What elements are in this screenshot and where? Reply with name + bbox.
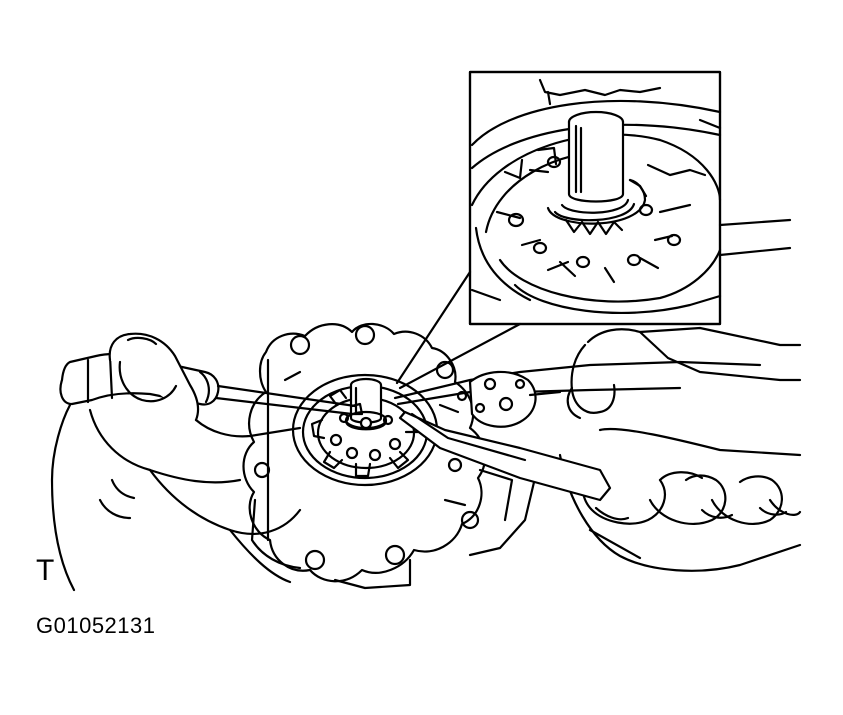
callout-leader-lines xyxy=(397,272,520,388)
pump-housing xyxy=(244,324,536,588)
left-hand xyxy=(52,334,300,590)
right-hand xyxy=(560,220,800,571)
corner-label: T xyxy=(36,554,55,587)
figure-id: G01052131 xyxy=(36,613,156,638)
magnified-shaft-snap-ring-icon xyxy=(470,72,720,324)
screwdriver-icon xyxy=(60,354,362,414)
snap-ring-pliers-icon xyxy=(395,362,760,500)
drive-shaft xyxy=(346,379,386,429)
